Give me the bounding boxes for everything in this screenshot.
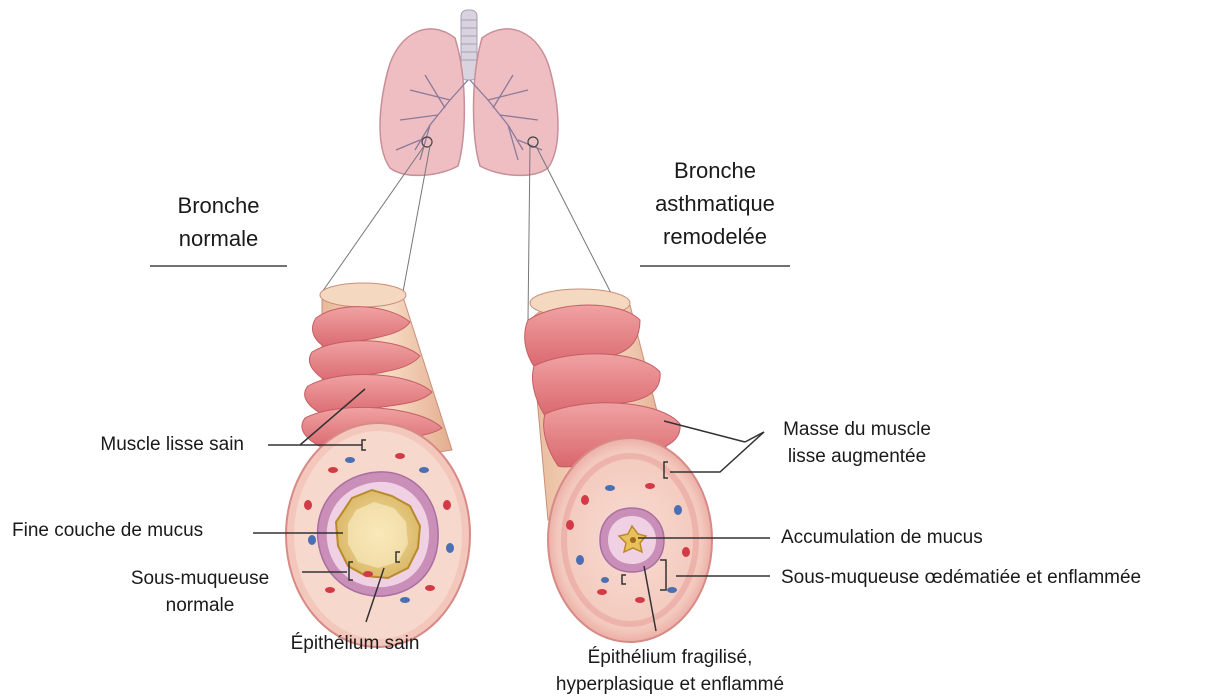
label-muscle-mass-line1: Masse du muscle xyxy=(752,418,962,441)
label-mucus-accumulation: Accumulation de mucus xyxy=(781,526,983,549)
label-submucosa-edema: Sous-muqueuse œdématiée et enflammée xyxy=(781,566,1141,589)
title-normal-line2: normale xyxy=(150,222,287,255)
label-muscle-mass: Masse du muscle lisse augmentée xyxy=(752,418,962,468)
label-muscle-mass-line2: lisse augmentée xyxy=(752,445,962,468)
asthmatic-bronchus-illustration xyxy=(525,289,712,642)
lungs-illustration xyxy=(380,10,558,175)
normal-bronchus-illustration xyxy=(286,283,470,647)
title-asthmatic-line3: remodelée xyxy=(640,220,790,253)
title-asthmatic-bronchus: Bronche asthmatique remodelée xyxy=(640,154,790,253)
title-normal-line1: Bronche xyxy=(150,189,287,222)
label-thin-mucus: Fine couche de mucus xyxy=(12,519,203,542)
label-epithelium-damaged-line1: Épithélium fragilisé, xyxy=(520,646,820,669)
label-epithelium-damaged-line2: hyperplasique et enflammé xyxy=(520,673,820,696)
label-muscle-healthy: Muscle lisse sain xyxy=(40,433,244,456)
title-asthmatic-line2: asthmatique xyxy=(640,187,790,220)
label-submucosa-normal: Sous-muqueuse normale xyxy=(100,567,300,617)
label-epithelium-damaged: Épithélium fragilisé, hyperplasique et e… xyxy=(520,646,820,696)
label-submucosa-normal-line2: normale xyxy=(100,594,300,617)
title-normal-bronchus: Bronche normale xyxy=(150,189,287,255)
title-asthmatic-line1: Bronche xyxy=(640,154,790,187)
label-epithelium-healthy: Épithélium sain xyxy=(255,632,455,655)
label-submucosa-normal-line1: Sous-muqueuse xyxy=(100,567,300,590)
